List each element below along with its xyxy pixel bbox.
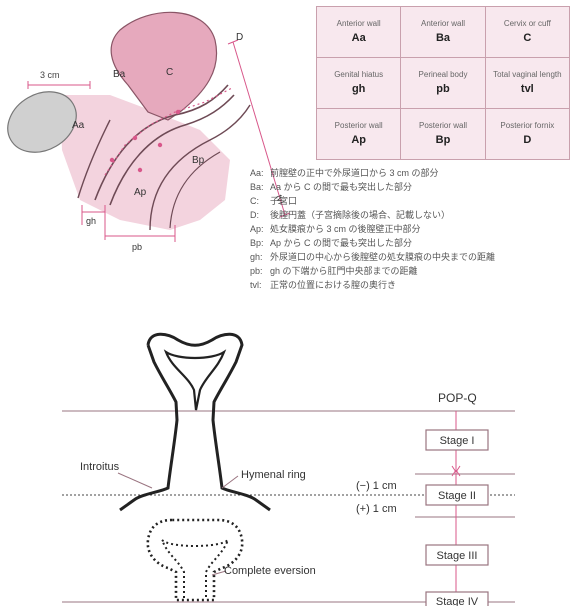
legend-key: tvl:: [250, 278, 270, 292]
legend-text: gh の下端から肛門中央部までの距離: [270, 266, 418, 276]
cell-label: Anterior wall: [319, 19, 398, 29]
hymenal-ring-label: Hymenal ring: [241, 469, 306, 481]
stage-I-label: Stage I: [440, 435, 475, 447]
cell-code: C: [488, 31, 567, 45]
table-cell: Genital hiatus gh: [317, 58, 401, 109]
point-definitions-legend: Aa:前膣壁の正中で外尿道口から 3 cm の部分 Ba:Aa から C の間で…: [250, 166, 570, 292]
point-Bp-marker: [158, 143, 162, 147]
legend-key: D:: [250, 208, 270, 222]
legend-text: 正常の位置における膣の奥行き: [270, 280, 396, 290]
legend-item: Bp:Ap から C の間で最も突出した部分: [250, 236, 570, 250]
legend-item: pb:gh の下端から肛門中央部までの距離: [250, 264, 570, 278]
label-gh: gh: [86, 216, 96, 226]
cell-code: pb: [403, 82, 482, 96]
cell-code: Ba: [403, 31, 482, 45]
legend-item: C:子宮口: [250, 194, 570, 208]
cell-code: D: [488, 133, 567, 147]
cell-code: Aa: [319, 31, 398, 45]
stage-IV-label: Stage IV: [436, 596, 479, 606]
legend-text: 子宮口: [270, 196, 297, 206]
legend-text: 外尿道口の中心から後膣壁の処女膜痕の中央までの距離: [270, 252, 495, 262]
introitus-label: Introitus: [80, 461, 120, 473]
stage-II-label: Stage II: [438, 490, 476, 502]
label-Bp: Bp: [192, 155, 205, 166]
cell-code: gh: [319, 82, 398, 96]
legend-item: gh:外尿道口の中心から後膣壁の処女膜痕の中央までの距離: [250, 250, 570, 264]
table-row: Genital hiatus gh Perineal body pb Total v…: [317, 58, 570, 109]
legend-key: pb:: [250, 264, 270, 278]
label-C: C: [166, 67, 173, 78]
label-D: D: [236, 32, 243, 43]
point-Ba-marker: [133, 136, 137, 140]
minus-1cm-label: (−) 1 cm: [356, 480, 397, 492]
pop-q-title: POP-Q: [438, 391, 477, 405]
introitus-leader: [118, 473, 152, 488]
cell-label: Genital hiatus: [319, 70, 398, 80]
table-cell: Total vaginal length tvl: [485, 58, 569, 109]
cell-label: Posterior wall: [403, 121, 482, 131]
cell-code: Bp: [403, 133, 482, 147]
point-Aa-marker: [110, 158, 114, 162]
label-Ba: Ba: [113, 69, 126, 80]
table-cell: Perineal body pb: [401, 58, 485, 109]
cell-label: Posterior wall: [319, 121, 398, 131]
staging-figure: Introitus Hymenal ring Complete eversion…: [62, 334, 515, 606]
table-cell: Posterior fornixD: [485, 109, 569, 160]
legend-text: 前膣壁の正中で外尿道口から 3 cm の部分: [270, 168, 439, 178]
everted-uterus-outline: [148, 520, 242, 600]
legend-key: C:: [250, 194, 270, 208]
legend-text: Ap から C の間で最も突出した部分: [270, 238, 412, 248]
stage-III-label: Stage III: [437, 550, 478, 562]
legend-key: Ap:: [250, 222, 270, 236]
normal-uterus-outline-left: [120, 345, 177, 510]
cell-label: Anterior wall: [403, 19, 482, 29]
legend-item: Ap:処女膜痕から 3 cm の後膣壁正中部分: [250, 222, 570, 236]
legend-item: D:後膣円蓋（子宮摘除後の場合、記載しない）: [250, 208, 570, 222]
cell-label: Total vaginal length: [488, 70, 567, 80]
label-pb: pb: [132, 242, 142, 252]
label-Ap: Ap: [134, 187, 147, 198]
legend-text: 処女膜痕から 3 cm の後膣壁正中部分: [270, 224, 421, 234]
point-C-marker: [176, 110, 180, 114]
sagittal-anatomy-figure: 3 cm Aa Ba C D Ap Bp gh pb tvl: [0, 12, 290, 252]
legend-text: Aa から C の間で最も突出した部分: [270, 182, 412, 192]
legend-item: tvl:正常の位置における膣の奥行き: [250, 278, 570, 292]
cell-label: Posterior fornix: [488, 121, 567, 131]
legend-key: Bp:: [250, 236, 270, 250]
cell-label: Perineal body: [403, 70, 482, 80]
legend-text: 後膣円蓋（子宮摘除後の場合、記載しない）: [270, 210, 450, 220]
point-Ap-marker: [138, 168, 142, 172]
plus-1cm-label: (+) 1 cm: [356, 503, 397, 515]
cell-code: Ap: [319, 133, 398, 147]
complete-eversion-label: Complete eversion: [224, 565, 316, 577]
cell-code: tvl: [488, 82, 567, 96]
hymenal-ring-leader: [222, 476, 238, 488]
legend-key: Ba:: [250, 180, 270, 194]
legend-item: Ba:Aa から C の間で最も突出した部分: [250, 180, 570, 194]
scale-bar-label: 3 cm: [40, 70, 60, 80]
legend-item: Aa:前膣壁の正中で外尿道口から 3 cm の部分: [250, 166, 570, 180]
legend-key: gh:: [250, 250, 270, 264]
normal-uterus-outline: [148, 334, 270, 510]
label-Aa: Aa: [72, 120, 85, 131]
cell-label: Cervix or cuff: [488, 19, 567, 29]
legend-key: Aa:: [250, 166, 270, 180]
